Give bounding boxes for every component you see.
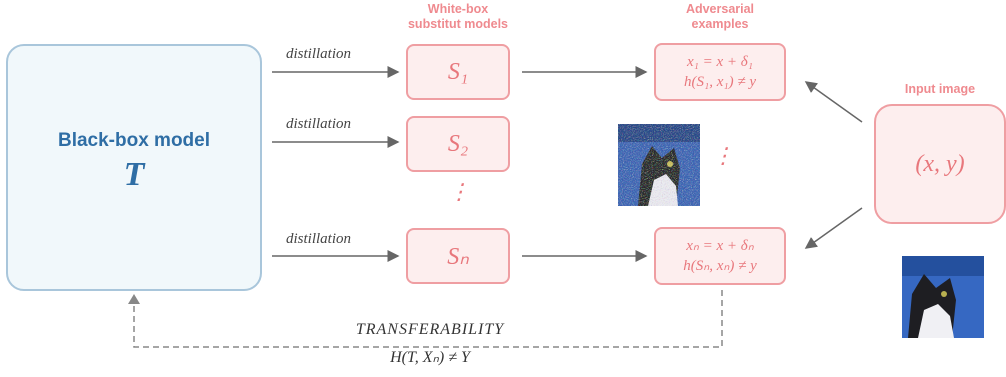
distillation-label-1: distillation <box>286 46 352 62</box>
adversarial-cat-image <box>618 124 700 206</box>
adversarial-ellipsis: ⋮ <box>712 143 734 168</box>
input-cat-image <box>902 256 984 338</box>
black-box-title: Black-box model <box>57 130 211 151</box>
distillation-label-2: distillation <box>286 116 352 132</box>
input-arrow-1 <box>804 81 863 123</box>
substitute-model-n: Sₙ <box>406 228 510 284</box>
input-arrow-n <box>804 207 863 249</box>
substitute-label-1: S₁ <box>447 58 469 85</box>
black-box-symbol: T <box>123 156 145 193</box>
input-symbol: (x, y) <box>915 150 965 177</box>
adversarial-example-1: x₁ = x + δ₁ h(S₁, x₁) ≠ y <box>654 43 786 101</box>
substitute-label-2: S₂ <box>447 130 469 157</box>
input-image-box: (x, y) <box>874 104 1006 224</box>
whitebox-header: White-box substitut models <box>407 2 508 31</box>
adversarial-header: Adversarial examples <box>685 2 755 31</box>
distillation-label-n: distillation <box>286 231 352 247</box>
transferability-label: TRANSFERABILITY <box>355 321 505 338</box>
black-box-model <box>6 44 262 291</box>
adversarial-example-n: xₙ = x + δₙ h(Sₙ, xₙ) ≠ y <box>654 227 786 285</box>
substitute-label-n: Sₙ <box>447 243 469 270</box>
transferability-formula: H(T, Xₙ) ≠ Y <box>390 349 470 366</box>
substitute-ellipsis: ⋮ <box>448 179 470 204</box>
input-header: Input image <box>904 82 976 96</box>
substitute-model-1: S₁ <box>406 44 510 100</box>
substitute-model-2: S₂ <box>406 116 510 172</box>
transferability-loop <box>133 290 723 348</box>
